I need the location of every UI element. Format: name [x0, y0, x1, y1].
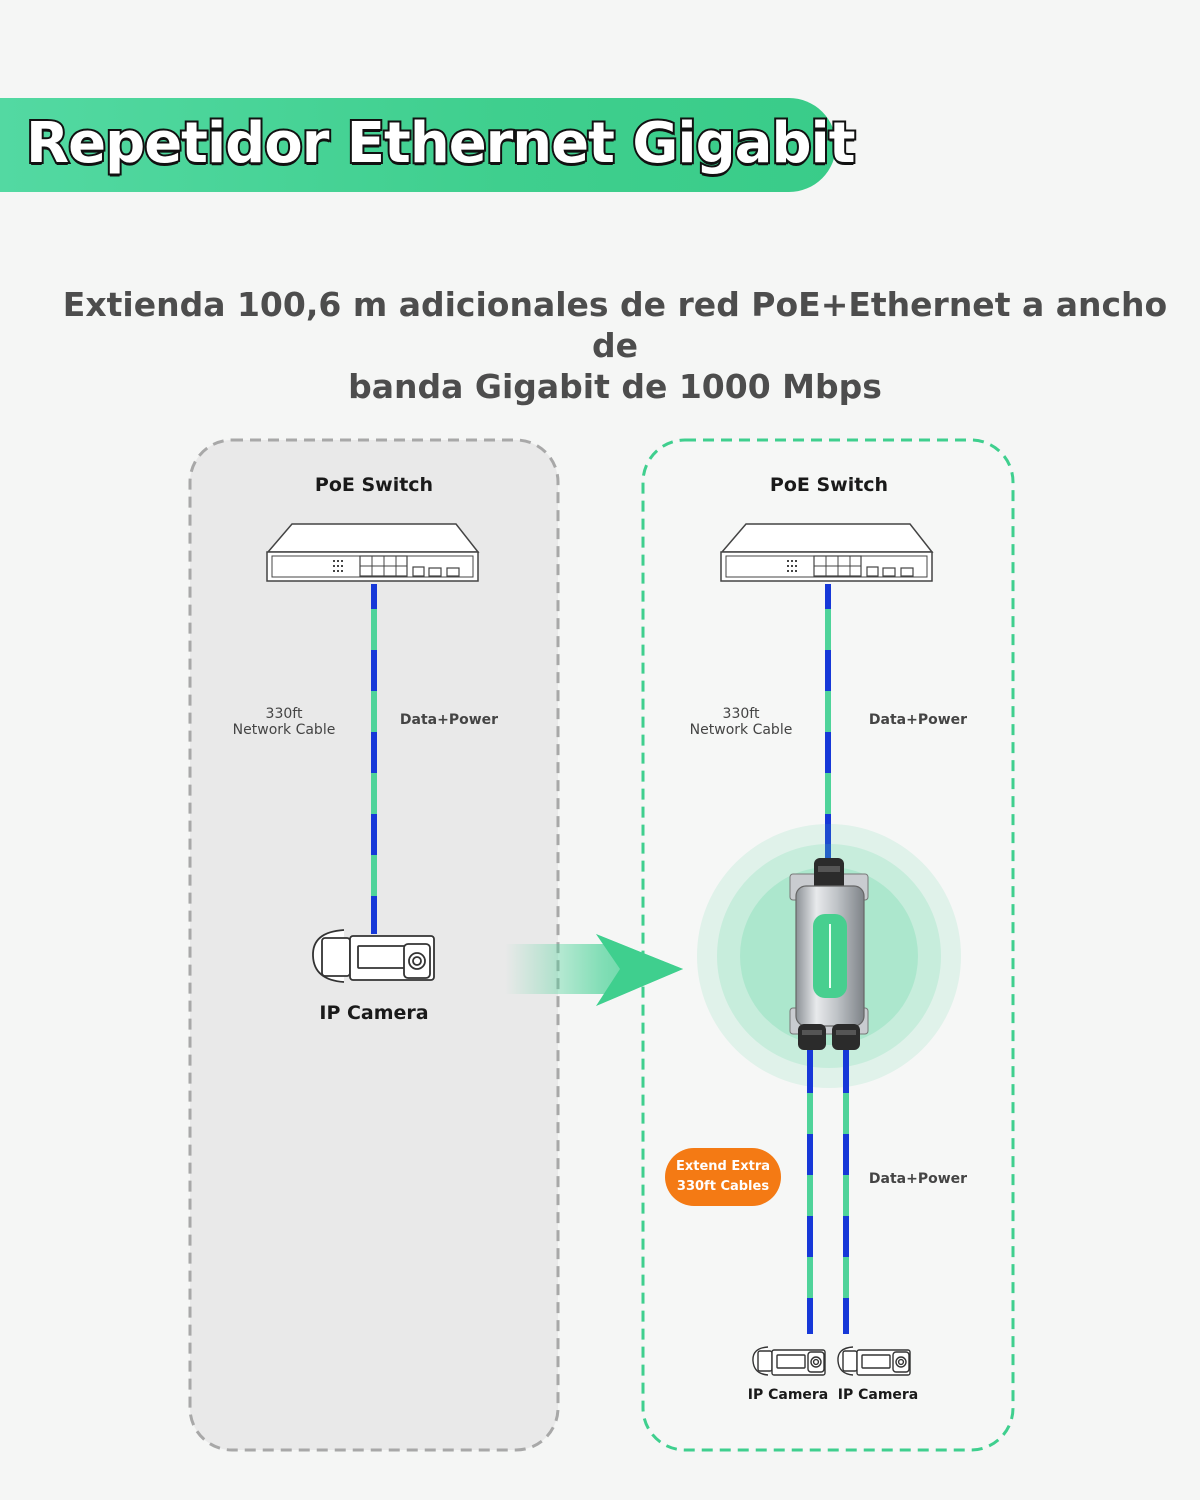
extend-extra-badge: Extend Extra 330ft Cables — [665, 1148, 781, 1206]
poe-extender-device-icon — [789, 858, 869, 1050]
right-upper-network-cable — [825, 584, 831, 864]
left-cable-length: 330ft — [265, 706, 303, 722]
subtitle: Extienda 100,6 m adicionales de red PoE+… — [40, 284, 1190, 407]
right-cable-length: 330ft — [722, 706, 760, 722]
page-title: Repetidor Ethernet Gigabit — [24, 109, 857, 178]
right-lower-cable-function-label: Data+Power — [868, 1171, 968, 1187]
arrow-right-icon — [505, 934, 683, 1006]
right-camera-1-label: IP Camera — [747, 1387, 829, 1403]
ip-camera-icon — [312, 929, 435, 983]
right-lower-network-cables — [807, 1045, 849, 1334]
left-cable-length-label: 330ft Network Cable — [214, 706, 354, 738]
ip-camera-icon — [752, 1346, 826, 1376]
left-switch-label: PoE Switch — [314, 474, 434, 496]
right-cable-length-label: 330ft Network Cable — [671, 706, 811, 738]
badge-line-2: 330ft Cables — [676, 1179, 770, 1194]
left-camera-label: IP Camera — [319, 1002, 429, 1024]
left-cable-type: Network Cable — [232, 722, 336, 738]
subtitle-line-1: Extienda 100,6 m adicionales de red PoE+… — [62, 285, 1168, 365]
left-network-cable — [371, 584, 377, 934]
subtitle-line-2: banda Gigabit de 1000 Mbps — [348, 367, 882, 406]
right-camera-2-label: IP Camera — [837, 1387, 919, 1403]
title-banner: Repetidor Ethernet Gigabit — [0, 98, 857, 192]
right-cable-function-label: Data+Power — [868, 712, 968, 728]
right-switch-label: PoE Switch — [769, 474, 889, 496]
ip-camera-icon — [837, 1346, 911, 1376]
poe-switch-icon — [266, 523, 480, 582]
poe-switch-icon — [720, 523, 934, 582]
badge-line-1: Extend Extra — [675, 1159, 771, 1174]
left-cable-function-label: Data+Power — [399, 712, 499, 728]
right-cable-type: Network Cable — [689, 722, 793, 738]
